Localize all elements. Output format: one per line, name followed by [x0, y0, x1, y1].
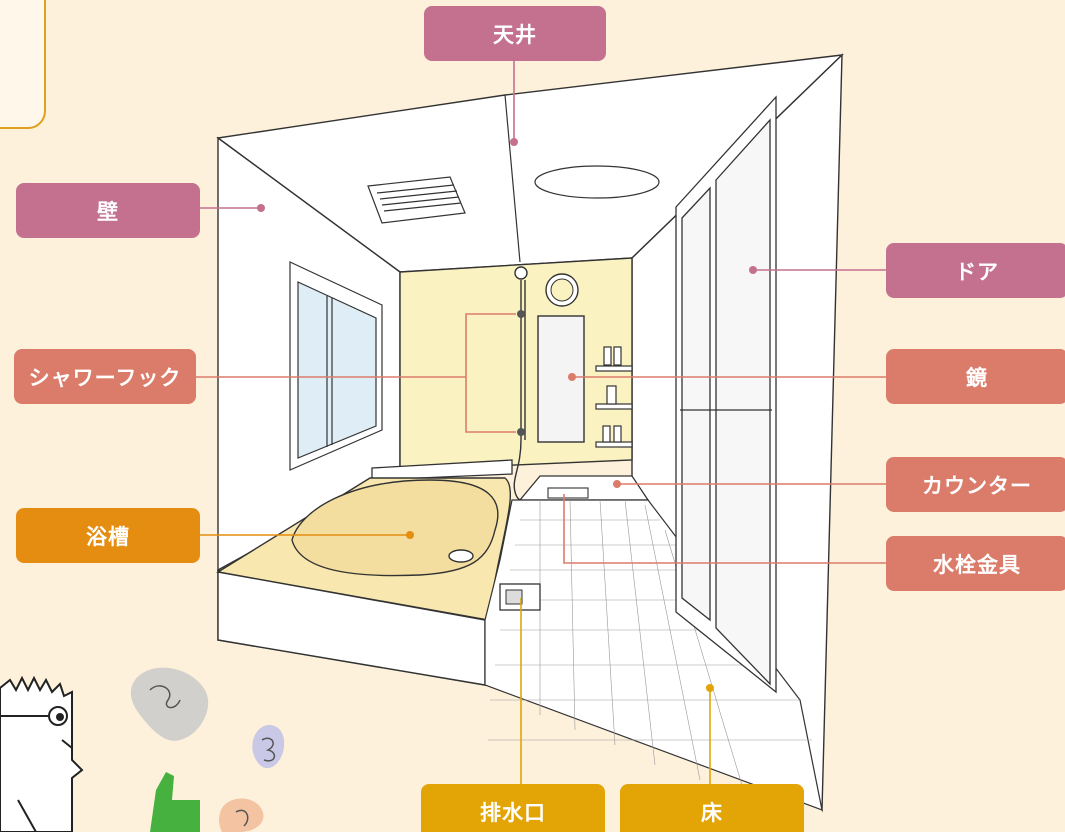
leader-dots: [257, 138, 757, 692]
vent-fan: [367, 176, 466, 224]
mirror-shape: [537, 315, 585, 443]
ceiling-light: [534, 165, 660, 199]
label-bathtub: 浴槽: [16, 508, 200, 563]
shelves: [595, 346, 633, 448]
window: [289, 261, 383, 471]
cartoon-character: [0, 675, 84, 832]
grey-blob: [130, 667, 209, 741]
label-shower-hook: シャワーフック: [14, 349, 196, 404]
door-shape: [675, 95, 777, 694]
floor-area: [484, 499, 823, 811]
label-counter: カウンター: [886, 457, 1065, 512]
ceiling-seam: [504, 94, 521, 263]
bathtub-shape: [216, 477, 512, 686]
label-ceiling: 天井: [424, 6, 606, 61]
leader-lines: [195, 60, 886, 786]
back-wall: [399, 257, 633, 471]
peach-blob: [219, 798, 264, 832]
label-wall: 壁: [16, 183, 200, 238]
corner-frame: [0, 0, 46, 129]
label-mirror: 鏡: [886, 349, 1065, 404]
purple-blob: [252, 724, 285, 769]
label-faucet: 水栓金具: [886, 536, 1065, 591]
label-floor: 床: [620, 784, 804, 832]
label-door: ドア: [886, 243, 1065, 298]
label-drain: 排水口: [421, 784, 605, 832]
green-hand: [150, 772, 200, 832]
